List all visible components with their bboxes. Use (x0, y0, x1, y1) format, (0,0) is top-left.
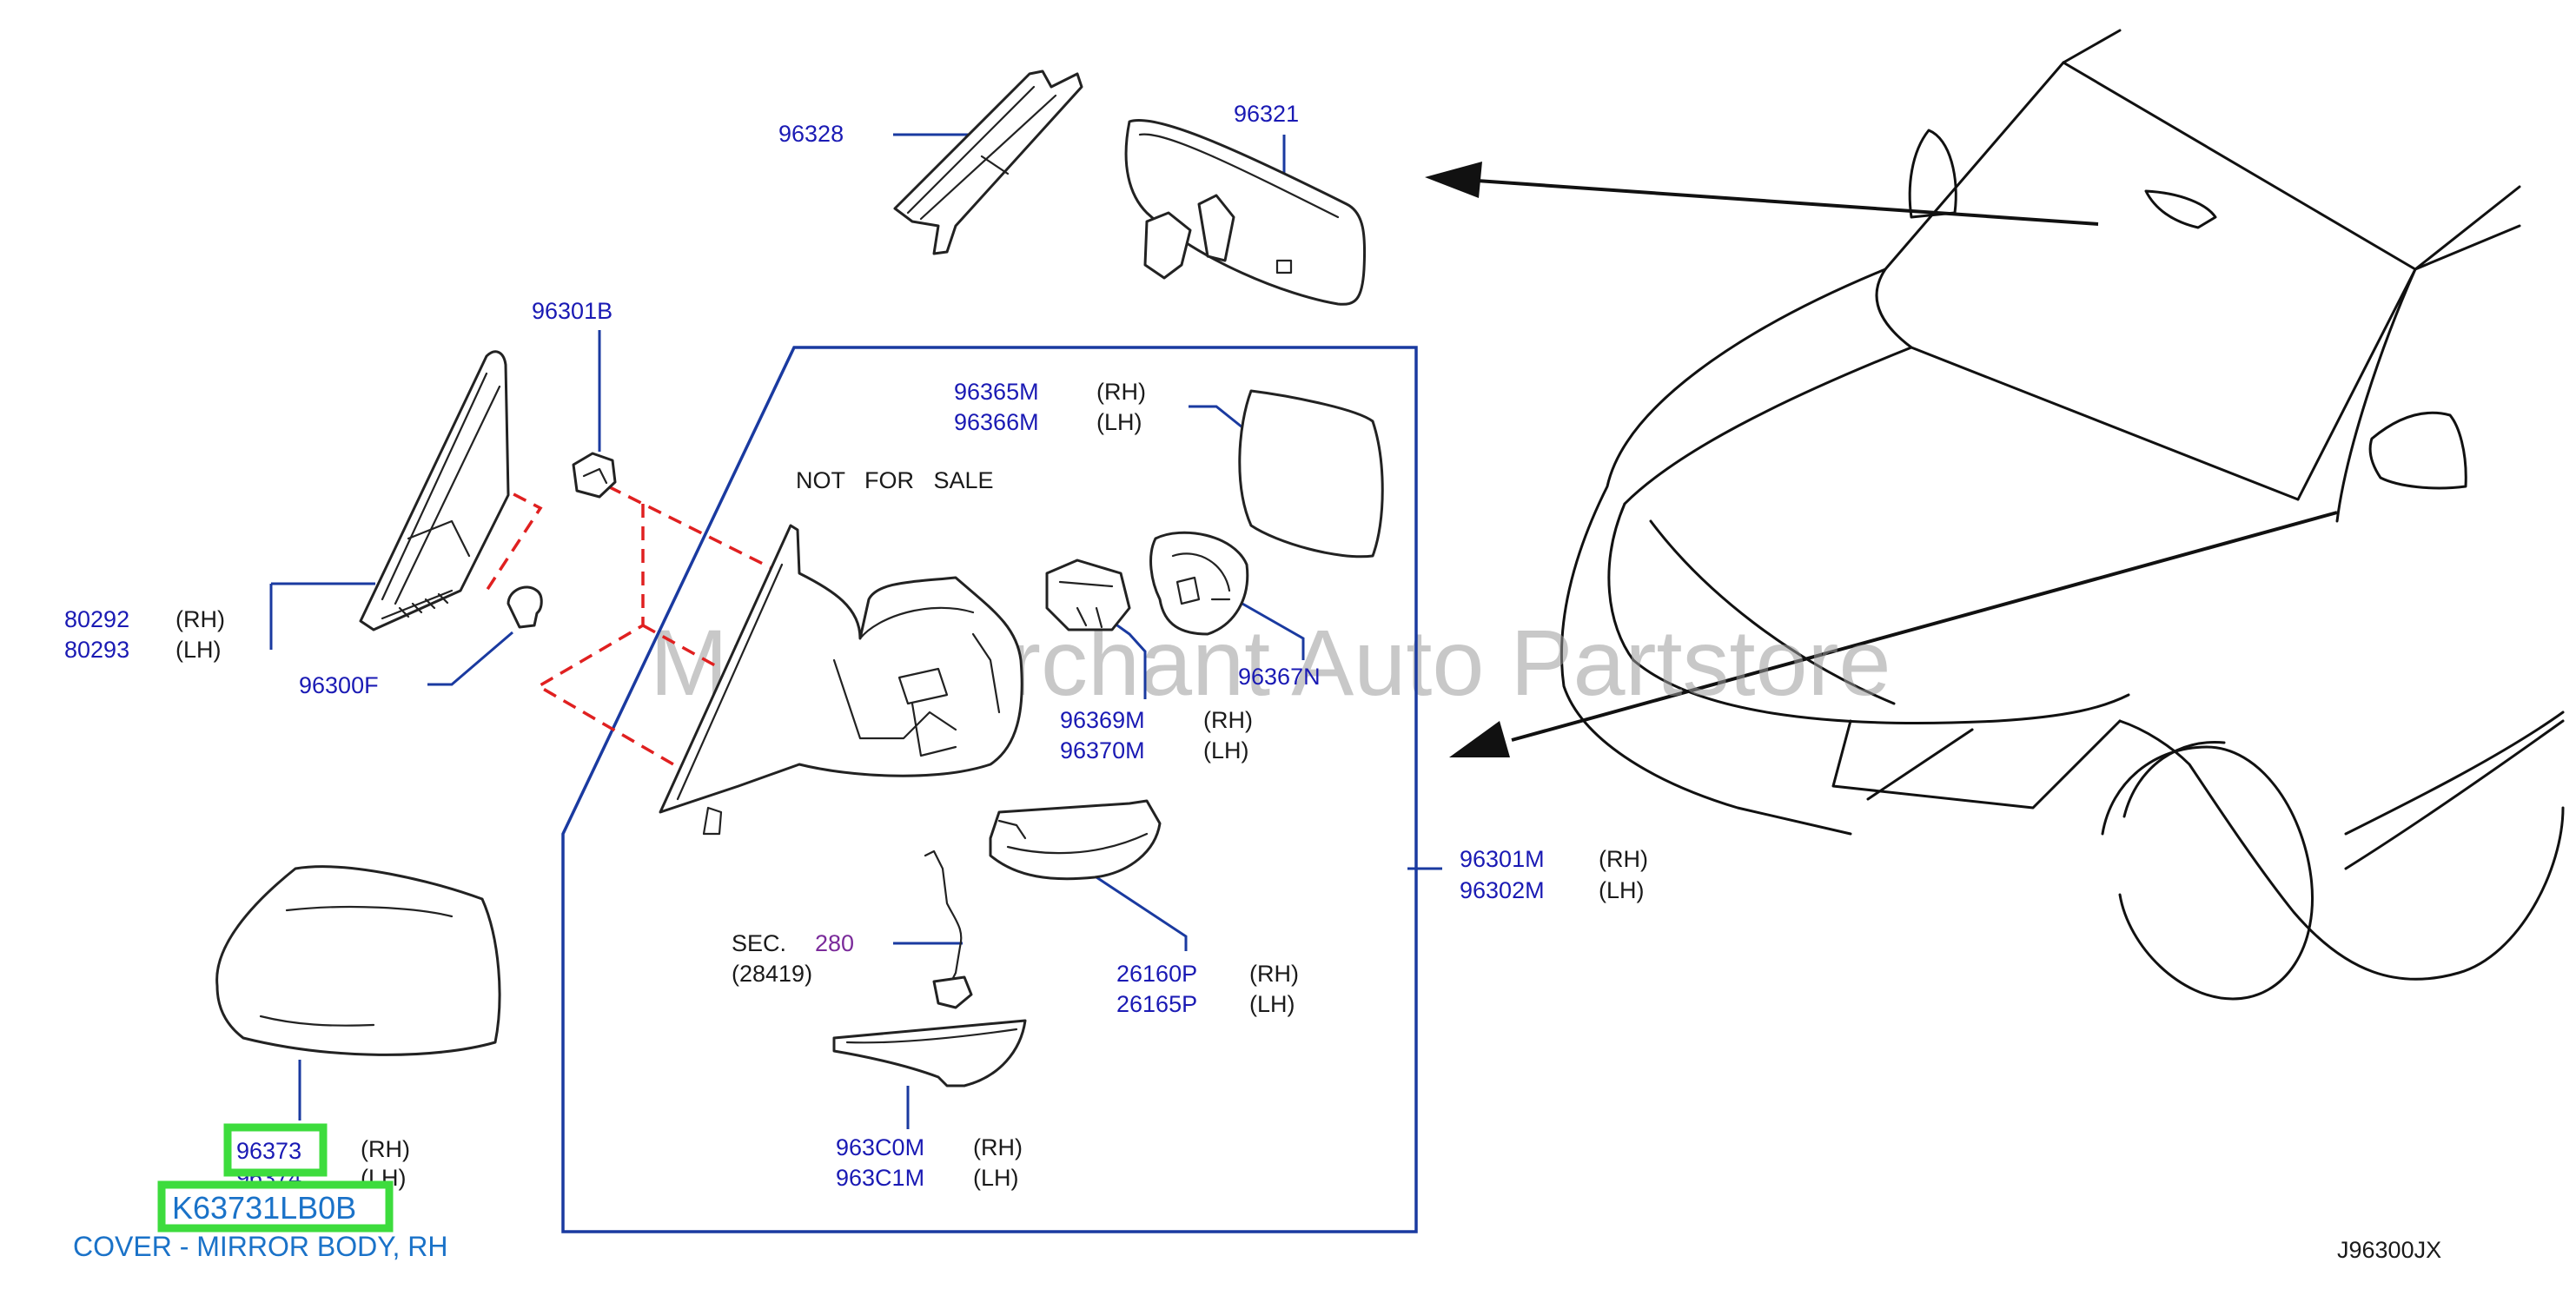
vehicle-outline (1560, 29, 2565, 1001)
label-80292-side: (RH) (175, 606, 225, 632)
part-96328-cover (893, 69, 1083, 255)
label-sec-sub: (28419) (732, 961, 812, 987)
label-96302M-side: (LH) (1599, 877, 1645, 903)
highlight-part-number-text: K63731LB0B (172, 1190, 356, 1226)
label-96302M: 96302M (1460, 877, 1545, 903)
highlight-description: COVER - MIRROR BODY, RH (73, 1231, 447, 1262)
label-96328: 96328 (778, 121, 844, 147)
notice-text: NOT FOR SALE (796, 467, 994, 493)
label-96369M-side: (RH) (1203, 707, 1253, 733)
diagram-code: J96300JX (2337, 1237, 2441, 1263)
part-963C0M-lower-cover (832, 1019, 1027, 1087)
label-96366M-side: (LH) (1096, 409, 1142, 435)
label-sec-number[interactable]: 280 (815, 930, 854, 956)
label-80293: 80293 (64, 637, 129, 663)
part-96300F-clip (507, 585, 543, 629)
part-mirror-body (659, 524, 1023, 836)
label-96301M: 96301M (1460, 846, 1545, 872)
part-96369M-motor (1045, 559, 1131, 631)
label-96373: 96373 (236, 1138, 301, 1164)
label-96370M: 96370M (1060, 737, 1145, 763)
label-96365M: 96365M (954, 379, 1039, 405)
part-96321-inside-mirror (1124, 119, 1367, 306)
part-labels: 96328 96321 96301B 80292 (RH) 80293 (LH)… (64, 101, 2441, 1263)
label-80292: 80292 (64, 606, 129, 632)
label-sec-prefix: SEC. (732, 930, 786, 956)
label-96301B: 96301B (532, 298, 613, 324)
label-26165P-side: (LH) (1249, 991, 1295, 1017)
leader-lines (269, 133, 1442, 1129)
highlight-96373[interactable]: 96373 (223, 1123, 328, 1177)
label-96321: 96321 (1234, 101, 1299, 127)
label-80293-side: (LH) (175, 637, 222, 663)
label-26165P: 26165P (1116, 991, 1197, 1017)
label-963C0M-side: (RH) (973, 1134, 1023, 1160)
label-96373-side: (RH) (361, 1136, 410, 1162)
label-96365M-side: (RH) (1096, 379, 1146, 405)
label-96366M: 96366M (954, 409, 1039, 435)
label-26160P-side: (RH) (1249, 961, 1299, 987)
part-96367N-actuator (1149, 531, 1249, 636)
assembly-outline (561, 346, 1418, 1233)
part-96373-mirror-cover (215, 865, 501, 1056)
part-26160P-turn-lamp (989, 799, 1162, 881)
location-arrows (1425, 162, 2338, 757)
label-96367N: 96367N (1238, 664, 1321, 690)
label-963C1M-side: (LH) (973, 1165, 1019, 1191)
part-harness (924, 849, 973, 1009)
label-963C0M: 963C0M (836, 1134, 924, 1160)
label-26160P: 26160P (1116, 961, 1197, 987)
label-96301M-side: (RH) (1599, 846, 1648, 872)
label-96370M-side: (LH) (1203, 737, 1249, 763)
part-96365M-glass (1238, 389, 1384, 559)
part-96301B-nut (572, 452, 617, 499)
highlight-part-number[interactable]: K63731LB0B (157, 1180, 394, 1233)
part-80292-finisher (359, 350, 510, 631)
label-96300F: 96300F (299, 672, 379, 698)
label-963C1M: 963C1M (836, 1165, 924, 1191)
label-96369M: 96369M (1060, 707, 1145, 733)
